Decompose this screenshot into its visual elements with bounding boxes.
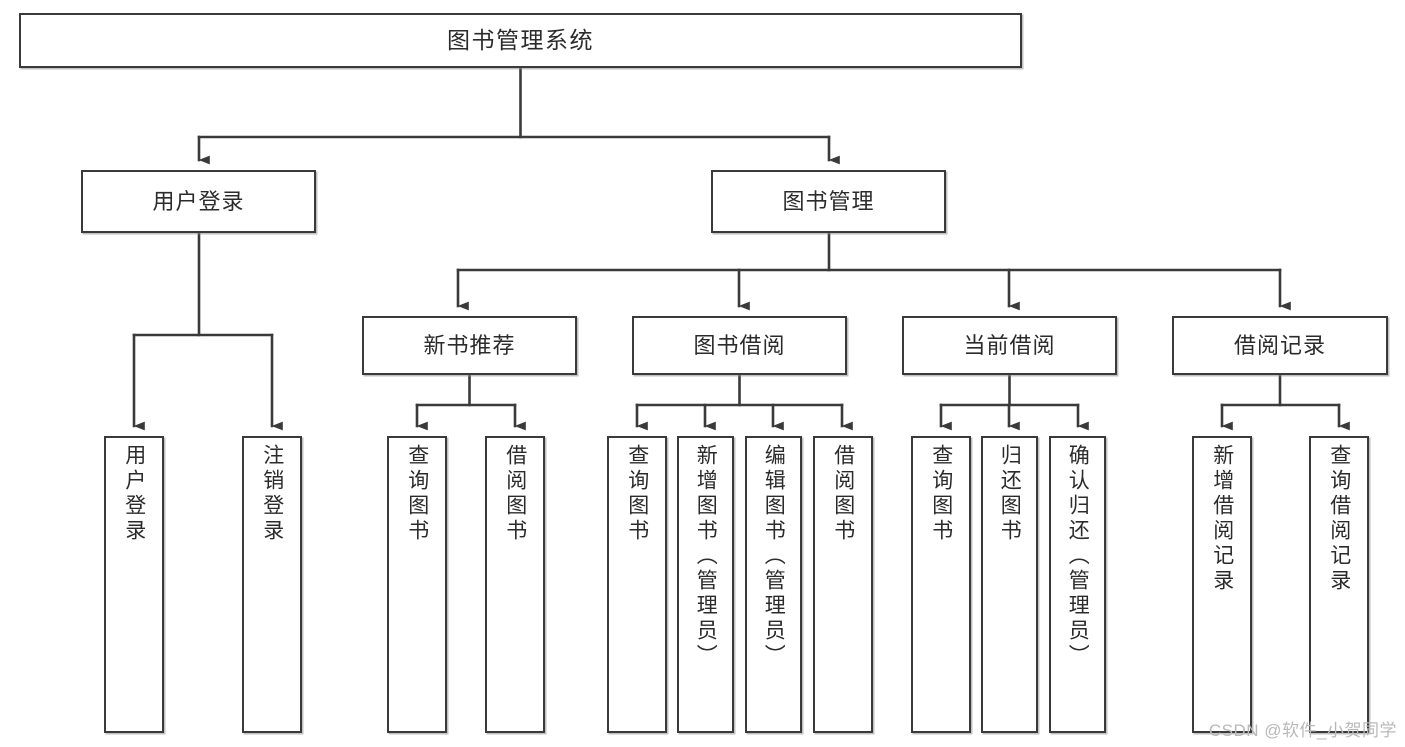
- node-label: 用户登录: [122, 444, 146, 544]
- node-label: 借阅记录: [1233, 332, 1326, 358]
- watermark-text: CSDN @软件_小贺同学: [1208, 721, 1397, 740]
- node-leaf-borrow-book-recommendation[interactable]: 借阅图书: [485, 436, 545, 733]
- node-label: 图书管理系统: [447, 26, 594, 53]
- node-label: 查询图书: [625, 444, 649, 544]
- node-current-borrowing[interactable]: 当前借阅: [902, 316, 1117, 375]
- node-new-book-recommendation[interactable]: 新书推荐: [362, 316, 577, 375]
- node-label: 确认归还（管理员）: [1066, 444, 1090, 669]
- node-root-book-management-system[interactable]: 图书管理系统: [19, 13, 1022, 68]
- node-user-login[interactable]: 用户登录: [81, 170, 316, 233]
- node-leaf-query-borrow-record[interactable]: 查询借阅记录: [1309, 436, 1369, 733]
- node-label: 当前借阅: [963, 332, 1056, 358]
- node-leaf-confirm-return-admin[interactable]: 确认归还（管理员）: [1049, 436, 1106, 733]
- node-label: 注销登录: [260, 444, 284, 544]
- node-label: 用户登录: [152, 188, 245, 214]
- node-leaf-query-book-borrowing[interactable]: 查询图书: [607, 436, 667, 733]
- node-leaf-edit-book-admin[interactable]: 编辑图书（管理员）: [745, 436, 802, 733]
- node-label: 编辑图书（管理员）: [762, 444, 786, 669]
- node-leaf-borrow-book-borrowing[interactable]: 借阅图书: [813, 436, 873, 733]
- node-label: 归还图书: [998, 444, 1022, 544]
- node-label: 新增图书（管理员）: [694, 444, 718, 669]
- node-leaf-query-book-current[interactable]: 查询图书: [911, 436, 971, 733]
- node-label: 新增借阅记录: [1210, 444, 1234, 594]
- node-leaf-add-borrow-record[interactable]: 新增借阅记录: [1192, 436, 1252, 733]
- node-book-borrowing[interactable]: 图书借阅: [632, 316, 847, 375]
- node-leaf-user-login[interactable]: 用户登录: [104, 436, 164, 733]
- node-label: 借阅图书: [503, 444, 527, 544]
- node-leaf-logout[interactable]: 注销登录: [242, 436, 302, 733]
- node-label: 查询借阅记录: [1327, 444, 1351, 594]
- node-label: 查询图书: [929, 444, 953, 544]
- node-label: 新书推荐: [423, 332, 516, 358]
- node-label: 借阅图书: [831, 444, 855, 544]
- node-leaf-add-book-admin[interactable]: 新增图书（管理员）: [677, 436, 734, 733]
- node-book-management[interactable]: 图书管理: [711, 170, 946, 233]
- node-label: 查询图书: [405, 444, 429, 544]
- node-label: 图书管理: [782, 188, 875, 214]
- node-borrowing-record[interactable]: 借阅记录: [1172, 316, 1388, 375]
- node-leaf-return-book[interactable]: 归还图书: [981, 436, 1038, 733]
- node-label: 图书借阅: [693, 332, 786, 358]
- node-leaf-query-book-recommendation[interactable]: 查询图书: [387, 436, 447, 733]
